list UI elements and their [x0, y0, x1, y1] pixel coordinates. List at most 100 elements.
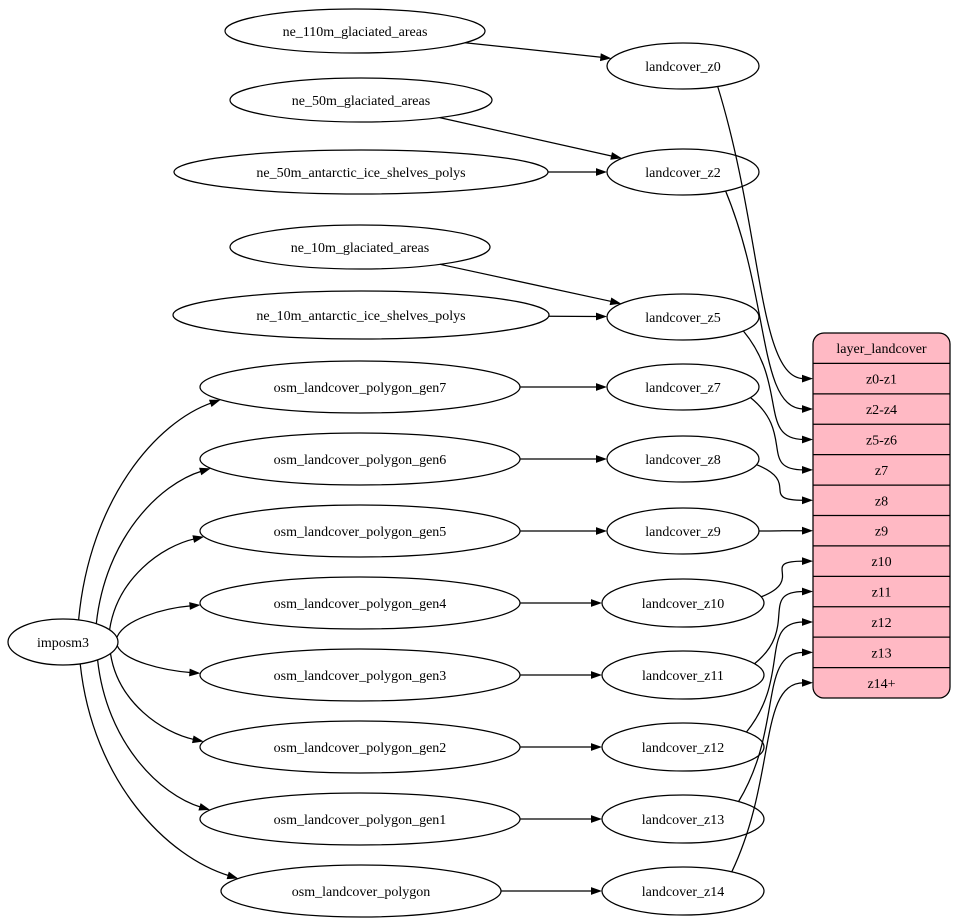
node-label-osm_landcover_polygon_gen4: osm_landcover_polygon_gen4: [274, 597, 447, 612]
table-row-label-z2-z4: z2-z4: [866, 403, 897, 418]
edge-osm_landcover_polygon_gen4-to-landcover_z10-arrowhead: [591, 599, 602, 607]
edge-landcover_z14-to-row-z14+: [731, 682, 805, 873]
edge-landcover_z12-to-row-z12-arrowhead: [802, 618, 813, 626]
edge-imposm3-to-osm_landcover_polygon_gen4: [116, 605, 192, 638]
node-landcover_z11: landcover_z11: [601, 650, 765, 700]
node-ne_10m_antarctic_ice_shelves_polys: ne_10m_antarctic_ice_shelves_polys: [172, 290, 550, 340]
node-osm_landcover_polygon: osm_landcover_polygon: [220, 864, 502, 918]
edge-ne_10m_antarctic_ice_shelves_polys-to-landcover_z5-arrowhead: [596, 312, 607, 321]
node-osm_landcover_polygon_gen1: osm_landcover_polygon_gen1: [199, 792, 521, 846]
node-ne_50m_antarctic_ice_shelves_polys: ne_50m_antarctic_ice_shelves_polys: [173, 149, 549, 195]
edge-landcover_z10-to-row-z10-arrowhead: [802, 557, 813, 565]
edge-imposm3-to-osm_landcover_polygon_gen6: [95, 470, 203, 624]
table-row-label-z11: z11: [872, 586, 892, 601]
edge-imposm3-to-osm_landcover_polygon_gen5: [108, 538, 196, 630]
table-row-label-z9: z9: [875, 525, 888, 540]
node-osm_landcover_polygon_gen2: osm_landcover_polygon_gen2: [199, 720, 521, 774]
edge-osm_landcover_polygon_gen5-to-landcover_z9-arrowhead: [596, 527, 607, 535]
node-imposm3: imposm3: [7, 618, 119, 666]
edge-imposm3-to-osm_landcover_polygon_gen2-arrowhead: [192, 735, 204, 744]
table-row-label-z14+: z14+: [867, 677, 895, 692]
node-label-landcover_z14: landcover_z14: [642, 885, 724, 900]
edge-osm_landcover_polygon_gen2-to-landcover_z12-arrowhead: [591, 743, 602, 751]
edge-osm_landcover_polygon-to-landcover_z14-arrowhead: [591, 887, 602, 895]
node-ne_50m_glaciated_areas: ne_50m_glaciated_areas: [229, 77, 493, 123]
node-label-osm_landcover_polygon_gen6: osm_landcover_polygon_gen6: [274, 453, 447, 468]
edge-imposm3-to-osm_landcover_polygon_gen3-arrowhead: [189, 668, 201, 677]
edge-imposm3-to-osm_landcover_polygon: [79, 663, 230, 877]
node-ne_110m_glaciated_areas: ne_110m_glaciated_areas: [224, 8, 486, 54]
node-label-landcover_z11: landcover_z11: [642, 669, 724, 684]
edge-imposm3-to-osm_landcover_polygon_gen3: [116, 645, 192, 674]
edge-osm_landcover_polygon_gen6-to-landcover_z8-arrowhead: [596, 455, 607, 463]
node-label-ne_50m_glaciated_areas: ne_50m_glaciated_areas: [292, 94, 430, 109]
node-ellipse-ne_10m_antarctic_ice_shelves_polys: [172, 290, 550, 340]
edge-landcover_z0-to-row-z0-z1: [717, 86, 805, 380]
edge-ne_110m_glaciated_areas-to-landcover_z0-arrowhead: [600, 53, 612, 62]
edge-landcover_z2-to-row-z2-z4: [725, 190, 805, 410]
edge-imposm3-to-osm_landcover_polygon_gen4-arrowhead: [189, 602, 201, 610]
table-row-label-z8: z8: [875, 494, 888, 509]
node-label-landcover_z8: landcover_z8: [645, 453, 720, 468]
node-ellipse-imposm3: [7, 618, 119, 666]
node-label-ne_10m_antarctic_ice_shelves_polys: ne_10m_antarctic_ice_shelves_polys: [256, 309, 465, 324]
node-label-ne_50m_antarctic_ice_shelves_polys: ne_50m_antarctic_ice_shelves_polys: [256, 166, 465, 181]
edge-ne_10m_glaciated_areas-to-landcover_z5: [439, 263, 613, 303]
edge-osm_landcover_polygon_gen7-to-landcover_z7-arrowhead: [596, 383, 607, 391]
node-landcover_z7: landcover_z7: [606, 363, 760, 411]
table-layer_landcover: layer_landcoverz0-z1z2-z4z5-z6z7z8z9z10z…: [812, 332, 951, 699]
node-landcover_z13: landcover_z13: [601, 794, 765, 844]
node-label-osm_landcover_polygon_gen3: osm_landcover_polygon_gen3: [274, 669, 447, 684]
edge-imposm3-to-osm_landcover_polygon_gen2: [109, 653, 195, 741]
node-osm_landcover_polygon_gen7: osm_landcover_polygon_gen7: [199, 360, 521, 414]
node-ellipse-landcover_z0: [606, 42, 760, 90]
edge-imposm3-to-osm_landcover_polygon_gen1: [96, 659, 202, 808]
node-landcover_z8: landcover_z8: [606, 435, 760, 483]
node-label-ne_110m_glaciated_areas: ne_110m_glaciated_areas: [283, 25, 428, 40]
node-label-osm_landcover_polygon_gen1: osm_landcover_polygon_gen1: [274, 813, 447, 828]
node-label-osm_landcover_polygon_gen7: osm_landcover_polygon_gen7: [274, 381, 447, 396]
node-landcover_z9: landcover_z9: [606, 507, 760, 555]
edge-ne_10m_glaciated_areas-to-landcover_z5-arrowhead: [609, 297, 622, 306]
node-landcover_z14: landcover_z14: [601, 866, 765, 916]
node-osm_landcover_polygon_gen5: osm_landcover_polygon_gen5: [199, 504, 521, 558]
node-landcover_z2: landcover_z2: [606, 148, 760, 196]
node-landcover_z5: landcover_z5: [606, 293, 760, 341]
edge-ne_110m_glaciated_areas-to-landcover_z0: [464, 42, 603, 59]
node-osm_landcover_polygon_gen3: osm_landcover_polygon_gen3: [199, 648, 521, 702]
node-label-landcover_z2: landcover_z2: [645, 166, 720, 181]
table-title: layer_landcover: [836, 342, 927, 357]
node-label-osm_landcover_polygon_gen2: osm_landcover_polygon_gen2: [274, 741, 447, 756]
edge-imposm3-to-osm_landcover_polygon_gen5-arrowhead: [192, 535, 204, 543]
node-ellipse-ne_10m_glaciated_areas: [229, 224, 491, 270]
edge-landcover_z13-to-row-z13: [738, 651, 805, 802]
edge-osm_landcover_polygon_gen1-to-landcover_z13-arrowhead: [591, 815, 602, 823]
edge-landcover_z11-to-row-z11: [754, 590, 805, 665]
edge-ne_50m_antarctic_ice_shelves_polys-to-landcover_z2-arrowhead: [596, 168, 607, 176]
edge-landcover_z2-to-row-z2-z4-arrowhead: [802, 405, 813, 413]
node-label-landcover_z10: landcover_z10: [642, 597, 724, 612]
table-row-label-z7: z7: [875, 464, 888, 479]
edge-imposm3-to-osm_landcover_polygon_gen1-arrowhead: [198, 803, 211, 811]
edge-landcover_z5-to-row-z5-z6: [742, 330, 805, 441]
edge-landcover_z7-to-row-z7-arrowhead: [802, 466, 813, 474]
edge-landcover_z0-to-row-z0-z1-arrowhead: [802, 374, 813, 383]
edge-landcover_z8-to-row-z8-arrowhead: [802, 496, 813, 505]
edge-landcover_z8-to-row-z8: [756, 464, 805, 501]
node-osm_landcover_polygon_gen6: osm_landcover_polygon_gen6: [199, 432, 521, 486]
node-osm_landcover_polygon_gen4: osm_landcover_polygon_gen4: [199, 576, 521, 630]
node-ellipse-ne_110m_glaciated_areas: [224, 8, 486, 54]
edge-landcover_z11-to-row-z11-arrowhead: [802, 587, 813, 596]
edge-imposm3-to-osm_landcover_polygon_gen7-arrowhead: [209, 399, 221, 407]
edge-landcover_z13-to-row-z13-arrowhead: [802, 648, 813, 657]
node-label-ne_10m_glaciated_areas: ne_10m_glaciated_areas: [291, 241, 429, 256]
node-label-imposm3: imposm3: [37, 636, 89, 651]
node-label-osm_landcover_polygon: osm_landcover_polygon: [292, 885, 430, 900]
edge-landcover_z7-to-row-z7: [750, 397, 805, 471]
edge-ne_50m_glaciated_areas-to-landcover_z2-arrowhead: [610, 152, 622, 160]
node-label-landcover_z12: landcover_z12: [642, 741, 724, 756]
table-row-label-z12: z12: [871, 616, 891, 631]
table-row-label-z0-z1: z0-z1: [866, 373, 897, 388]
edge-landcover_z14-to-row-z14+-arrowhead: [802, 678, 813, 687]
